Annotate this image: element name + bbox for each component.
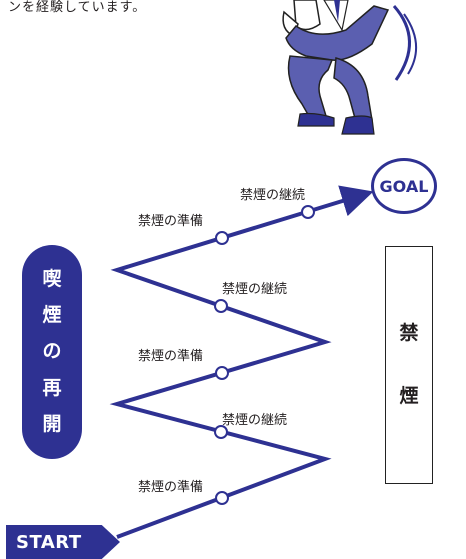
relapse-char: の xyxy=(42,340,62,363)
worried-man-crouching-icon xyxy=(282,0,418,135)
stage-label-1: 禁煙の準備 xyxy=(138,480,204,495)
quit-char: 禁 xyxy=(399,322,419,344)
stage-label-6: 禁煙の継続 xyxy=(240,188,306,203)
stage-node-6 xyxy=(301,205,315,219)
stage-node-2 xyxy=(214,425,228,439)
stage-node-3 xyxy=(215,366,229,380)
goal-badge: GOAL xyxy=(371,158,437,214)
start-label: START xyxy=(16,531,82,553)
relapse-char: 再 xyxy=(42,376,62,399)
stage-label-4: 禁煙の継続 xyxy=(222,282,288,297)
start-arrow: START xyxy=(6,525,120,559)
quit-smoking-box: 禁 煙 xyxy=(385,246,433,484)
intro-text: ンを経験しています。 xyxy=(8,0,147,15)
goal-label: GOAL xyxy=(379,176,429,196)
relapse-char: 煙 xyxy=(42,304,62,327)
stage-node-4 xyxy=(214,299,228,313)
stage-label-5: 禁煙の準備 xyxy=(138,214,204,229)
relapse-char: 喫 xyxy=(42,268,62,291)
stage-label-2: 禁煙の継続 xyxy=(222,413,288,428)
quit-char: 煙 xyxy=(399,385,419,407)
relapse-char: 開 xyxy=(42,412,62,435)
stage-label-3: 禁煙の準備 xyxy=(138,349,204,364)
stage-node-1 xyxy=(215,491,229,505)
stage-node-5 xyxy=(215,231,229,245)
relapse-box: 喫 煙 の 再 開 xyxy=(22,245,82,459)
